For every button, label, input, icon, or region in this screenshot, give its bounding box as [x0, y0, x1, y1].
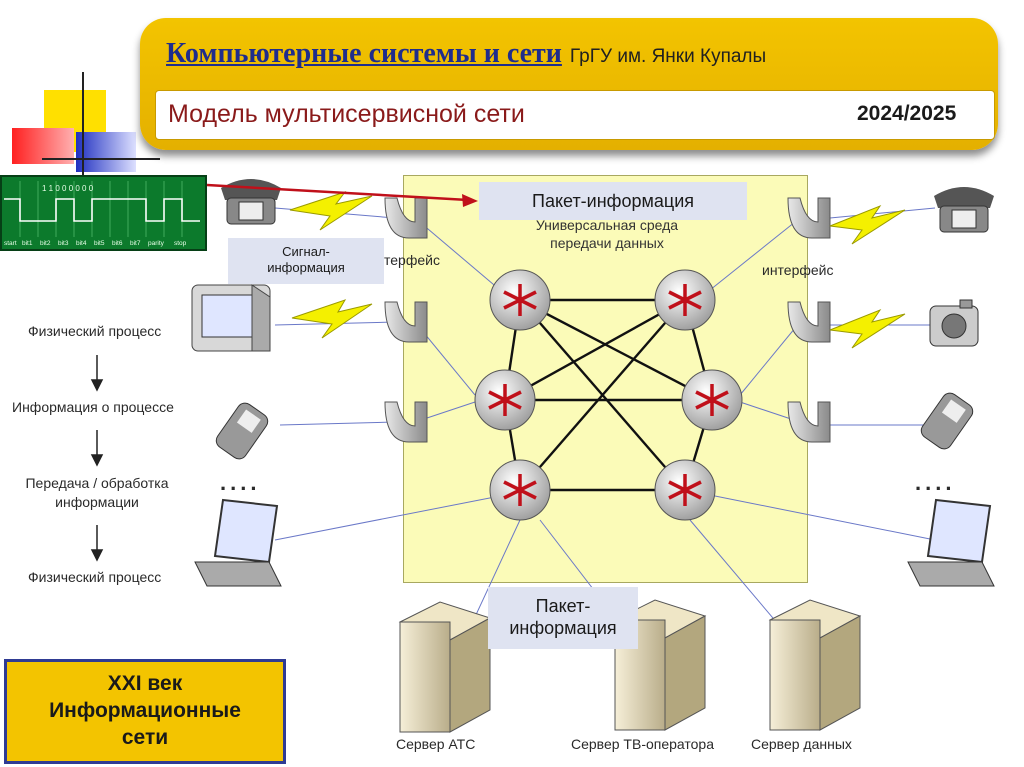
process-arrow — [90, 355, 104, 562]
server-label-tv: Сервер ТВ-оператора — [571, 736, 715, 752]
network-medium-area — [403, 175, 808, 583]
camera-icon — [929, 299, 979, 347]
telephone-icon — [221, 179, 281, 225]
university-name: ГрГУ им. Янки Купалы — [569, 46, 767, 67]
signal-bit-label: bit3 — [58, 240, 69, 247]
server-label-ats: Сервер АТС — [396, 736, 476, 752]
signal-bit-label: bit4 — [76, 240, 87, 247]
telephone-icon — [934, 187, 994, 233]
interface-label-right: интерфейс — [762, 262, 834, 278]
signal-waveform-icon: 1 1 0 0 0 0 0 0 start bit1 bit2 bit3 bit… — [4, 181, 200, 247]
signal-bit-label: bit1 — [22, 240, 33, 247]
signal-bit-label: bit5 — [94, 240, 105, 247]
course-title[interactable]: Компьютерные системы и сети — [166, 38, 562, 69]
footer-caption-box: XXI век Информационные сети — [4, 659, 286, 764]
signal-bit-label: start — [4, 240, 17, 247]
monitor-icon — [191, 284, 271, 352]
signal-oscillogram: 1 1 0 0 0 0 0 0 start bit1 bit2 bit3 bit… — [0, 175, 207, 251]
packet-info-label-bottom: Пакет- информация — [488, 587, 638, 649]
signal-bit-label: bit2 — [40, 240, 51, 247]
slide-subtitle: Модель мультисервисной сети — [168, 100, 525, 128]
decor-square-blue — [76, 132, 136, 172]
signal-info-label: Сигнал- информация — [228, 238, 384, 284]
process-step: Передача / обработка информации — [25, 475, 169, 510]
server-icon — [398, 599, 862, 733]
mobile-phone-icon — [215, 402, 269, 460]
laptop-icon — [194, 498, 282, 587]
red-arrow — [206, 183, 478, 207]
decor-line-vertical — [82, 72, 84, 180]
academic-year: 2024/2025 — [857, 102, 957, 125]
laptop-icon — [907, 498, 995, 587]
decor-line-horizontal — [42, 158, 160, 160]
footer-line-3: сети — [121, 726, 169, 749]
interface-icon — [384, 197, 831, 443]
router-icon — [474, 269, 743, 521]
signal-bit-label: parity — [148, 240, 165, 247]
header-title-row: Компьютерные системы и сети ГрГУ им. Янки… — [166, 38, 986, 70]
subtitle-box — [155, 90, 995, 140]
interface-label-left: терфейс — [384, 252, 440, 268]
mobile-phone-icon — [920, 392, 974, 450]
more-devices-left: .... — [220, 470, 261, 495]
wireless-signal-icon — [289, 191, 906, 349]
more-devices-right: .... — [915, 470, 956, 495]
footer-line-1: XXI век — [107, 672, 183, 695]
packet-info-label-top: Пакет-информация — [479, 182, 747, 220]
footer-line-2: Информационные — [49, 699, 241, 722]
signal-bit-label: bit6 — [112, 240, 123, 247]
signal-values-text: 1 1 0 0 0 0 0 0 — [42, 184, 94, 193]
process-step: Информация о процессе — [12, 399, 174, 415]
signal-bit-label: bit7 — [130, 240, 141, 247]
signal-bit-label: stop — [174, 240, 187, 247]
server-label-data: Сервер данных — [751, 736, 852, 752]
medium-label: Универсальная среда передачи данных — [535, 217, 679, 251]
process-step: Физический процесс — [28, 323, 162, 339]
process-step: Физический процесс — [28, 569, 162, 585]
